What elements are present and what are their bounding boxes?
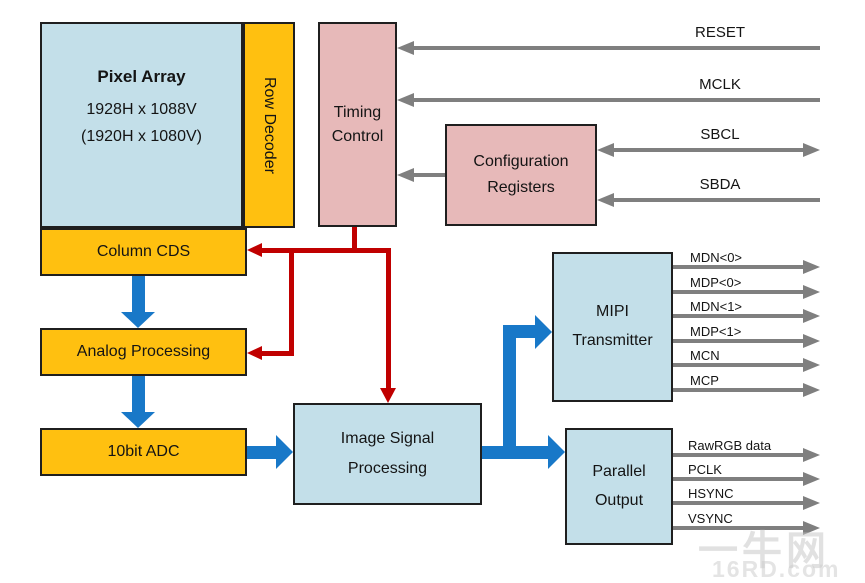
signal-line-mclk (414, 98, 820, 102)
gray-arrowhead-hsync (803, 496, 820, 510)
pixel-array-effective-resolution: (1920H x 1080V) (81, 128, 202, 146)
gray-arrowhead-sbcl-left (597, 143, 614, 157)
blue-line-branch-up (503, 325, 516, 459)
signal-label-reset: RESET (694, 24, 745, 41)
signal-line-mdn1 (673, 314, 803, 318)
pixel-array-title: Pixel Array (97, 67, 186, 87)
gray-arrowhead-sbcl-right (803, 143, 820, 157)
signal-label-vsync: VSYNC (688, 511, 733, 526)
signal-line-hsync (673, 501, 803, 505)
red-line-drop-analog (289, 248, 294, 356)
gray-arrowhead-rawrgb (803, 448, 820, 462)
signal-line-mdn0 (673, 265, 803, 269)
gray-arrowhead-vsync (803, 521, 820, 535)
gray-arrowhead-config-to-timing (397, 168, 414, 182)
configuration-registers-label: Configuration Registers (473, 153, 569, 196)
timing-control-block: Timing Control (318, 22, 397, 227)
signal-line-pclk (673, 477, 803, 481)
blue-line-adc-to-isp (247, 446, 276, 459)
watermark-site-name: 一牛网 (698, 529, 830, 573)
blue-arrowhead-into-analog (121, 312, 155, 328)
pixel-array-block: Pixel Array 1928H x 1088V (1920H x 1080V… (40, 22, 243, 228)
mipi-transmitter-block: MIPI Transmitter (552, 252, 673, 402)
blue-line-branch-to-mipi (503, 325, 535, 338)
row-decoder-block: Row Decoder (243, 22, 295, 228)
red-line-horizontal (262, 248, 391, 253)
timing-control-label: Timing Control (331, 103, 384, 145)
signal-label-mdn0: MDN<0> (690, 250, 743, 265)
signal-line-mdp0 (673, 290, 803, 294)
watermark-site-url: 16RD.com (712, 556, 841, 582)
analog-processing-label: Analog Processing (76, 343, 211, 361)
gray-arrowhead-mdp0 (803, 285, 820, 299)
gray-arrowhead-mdn1 (803, 309, 820, 323)
signal-label-mcn: MCN (690, 348, 720, 363)
blue-line-analog-to-adc (132, 376, 145, 412)
signal-line-sbda (614, 198, 820, 202)
gray-arrowhead-mdp1 (803, 334, 820, 348)
signal-label-mdp1: MDP<1> (690, 324, 742, 339)
gray-arrowhead-mdn0 (803, 260, 820, 274)
blue-arrowhead-into-isp (276, 435, 293, 469)
gray-arrowhead-mcn (803, 358, 820, 372)
signal-label-pclk: PCLK (688, 462, 722, 477)
signal-label-mclk: MCLK (699, 76, 741, 93)
column-cds-block: Column CDS (40, 228, 247, 276)
gray-arrowhead-sbda (597, 193, 614, 207)
signal-label-hsync: HSYNC (688, 486, 734, 501)
red-line-timing-down (352, 227, 357, 253)
blue-line-cds-to-analog (132, 276, 145, 312)
configuration-registers-block: Configuration Registers (445, 124, 597, 226)
image-signal-processing-block: Image Signal Processing (293, 403, 482, 505)
signal-label-rawrgb: RawRGB data (688, 438, 772, 453)
red-line-drop-isp (386, 248, 391, 388)
gray-arrowhead-mcp (803, 383, 820, 397)
signal-line-vsync (673, 526, 803, 530)
gray-arrowhead-mclk (397, 93, 414, 107)
signal-label-sbcl: SBCL (700, 126, 740, 143)
row-decoder-label: Row Decoder (261, 76, 278, 174)
column-cds-label: Column CDS (96, 243, 191, 261)
blue-arrowhead-into-adc (121, 412, 155, 428)
signal-line-mdp1 (673, 339, 803, 343)
mipi-transmitter-label: MIPI Transmitter (572, 303, 653, 349)
parallel-output-label: Parallel Output (592, 462, 646, 509)
red-arrowhead-into-isp (380, 388, 396, 403)
pixel-array-resolution: 1928H x 1088V (86, 101, 197, 119)
gray-arrowhead-reset (397, 41, 414, 55)
signal-label-sbda: SBDA (699, 176, 741, 193)
blue-arrowhead-into-mipi (535, 315, 552, 349)
gray-arrowhead-pclk (803, 472, 820, 486)
red-arrowhead-into-column-cds (247, 243, 262, 257)
analog-processing-block: Analog Processing (40, 328, 247, 376)
signal-line-mcp (673, 388, 803, 392)
signal-label-mcp: MCP (690, 373, 719, 388)
adc-label: 10bit ADC (107, 443, 180, 461)
line-config-to-timing (414, 173, 445, 177)
signal-label-mdp0: MDP<0> (690, 275, 742, 290)
red-arrowhead-into-analog (247, 346, 262, 360)
signal-line-sbcl (614, 148, 803, 152)
signal-label-mdn1: MDN<1> (690, 299, 743, 314)
image-signal-processing-label: Image Signal Processing (340, 429, 435, 477)
adc-block: 10bit ADC (40, 428, 247, 476)
signal-line-reset (414, 46, 820, 50)
red-line-into-analog (262, 351, 292, 356)
signal-line-rawrgb (673, 453, 803, 457)
blue-arrowhead-into-parallel (548, 435, 565, 469)
signal-line-mcn (673, 363, 803, 367)
parallel-output-block: Parallel Output (565, 428, 673, 545)
